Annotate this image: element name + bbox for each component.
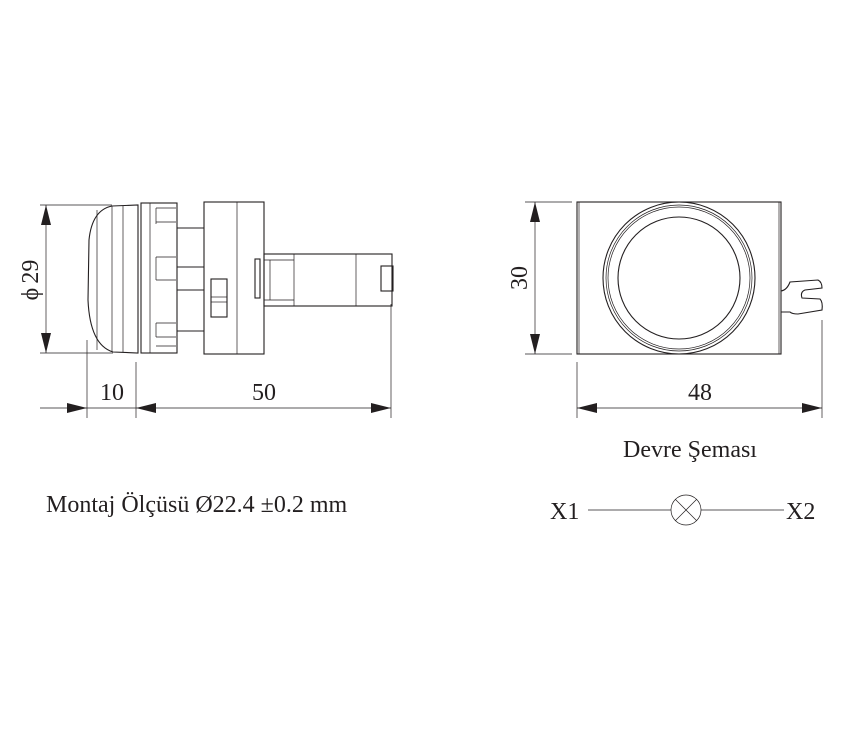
latch <box>210 278 228 318</box>
lens-dome <box>87 204 139 354</box>
terminal-tab <box>780 279 823 315</box>
mounting-note: Montaj Ölçüsü Ø22.4 ±0.2 mm <box>46 492 347 518</box>
terminal-pin <box>380 265 394 292</box>
terminal-x2-label: X2 <box>786 499 815 525</box>
height-dimension: 30 <box>507 266 533 290</box>
width-dimension: 48 <box>688 380 712 406</box>
length-dimension: 50 <box>252 380 276 406</box>
circuit-title: Devre Şeması <box>623 437 757 463</box>
front-housing <box>576 201 782 355</box>
side-view: ϕ29 10 50 <box>18 201 394 418</box>
lamp-icon <box>670 494 702 526</box>
circuit-diagram: Devre Şeması X1 X2 <box>550 437 815 526</box>
front-view: 30 48 <box>507 201 823 418</box>
connector-body <box>263 253 393 307</box>
bezel-ring <box>140 202 178 354</box>
lens-circle <box>617 216 741 340</box>
front-depth-dimension: 10 <box>100 380 124 406</box>
diameter-dimension: ϕ29 <box>18 260 44 301</box>
terminal-x1-label: X1 <box>550 499 579 525</box>
bezel-outer-ring <box>602 201 756 355</box>
